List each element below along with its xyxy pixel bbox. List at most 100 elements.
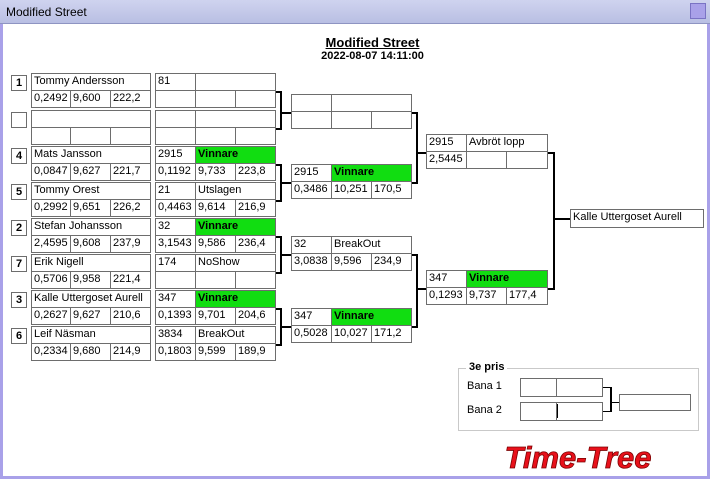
reaction-time[interactable]: 0,1293 xyxy=(426,287,467,305)
speed[interactable]: 171,2 xyxy=(371,325,412,343)
speed[interactable]: 216,9 xyxy=(235,199,276,217)
race-status[interactable]: Vinnare xyxy=(195,146,276,164)
race-status[interactable] xyxy=(331,94,412,112)
driver-name[interactable]: Tommy Orest xyxy=(31,182,151,200)
race-status[interactable]: NoShow xyxy=(195,254,276,272)
lane-number[interactable]: 32 xyxy=(291,236,332,254)
elapsed-time[interactable]: 9,608 xyxy=(70,235,111,253)
reaction-time[interactable]: 0,2627 xyxy=(31,307,71,325)
window-control-button[interactable] xyxy=(690,3,706,19)
lane-number[interactable]: 32 xyxy=(155,218,196,236)
elapsed-time[interactable]: 9,596 xyxy=(331,253,372,271)
lane-number[interactable]: 174 xyxy=(155,254,196,272)
elapsed-time[interactable] xyxy=(195,90,236,108)
elapsed-time[interactable]: 9,600 xyxy=(70,90,111,108)
lane-number[interactable]: 2915 xyxy=(155,146,196,164)
race-status[interactable]: Vinnare xyxy=(195,218,276,236)
race-status[interactable]: Utslagen xyxy=(195,182,276,200)
driver-name[interactable]: Mats Jansson xyxy=(31,146,151,164)
speed[interactable]: 222,2 xyxy=(110,90,151,108)
reaction-time[interactable]: 0,0847 xyxy=(31,163,71,181)
lane-number[interactable]: 3834 xyxy=(155,326,196,344)
lane-number[interactable]: 2915 xyxy=(426,134,467,152)
race-status[interactable]: Avbröt lopp xyxy=(466,134,548,152)
reaction-time[interactable]: 0,4463 xyxy=(155,199,196,217)
reaction-time[interactable]: 0,1192 xyxy=(155,163,196,181)
reaction-time[interactable]: 0,5028 xyxy=(291,325,332,343)
lane-number[interactable] xyxy=(155,110,196,128)
race-status[interactable]: Vinnare xyxy=(331,308,412,326)
lane-number[interactable] xyxy=(291,94,332,112)
speed[interactable]: 221,4 xyxy=(110,271,151,289)
speed[interactable]: 237,9 xyxy=(110,235,151,253)
speed[interactable] xyxy=(235,271,276,289)
third-lane2-cell-b[interactable] xyxy=(556,402,603,421)
speed[interactable]: 214,9 xyxy=(110,343,151,361)
elapsed-time[interactable] xyxy=(331,111,372,129)
speed[interactable]: 204,6 xyxy=(235,307,276,325)
race-status[interactable] xyxy=(195,110,276,128)
third-place-result[interactable] xyxy=(619,394,691,411)
elapsed-time[interactable]: 9,958 xyxy=(70,271,111,289)
speed[interactable]: 236,4 xyxy=(235,235,276,253)
elapsed-time[interactable] xyxy=(195,127,236,145)
elapsed-time[interactable]: 9,733 xyxy=(195,163,236,181)
speed[interactable]: 226,2 xyxy=(110,199,151,217)
elapsed-time[interactable]: 10,027 xyxy=(331,325,372,343)
race-status[interactable]: Vinnare xyxy=(466,270,548,288)
elapsed-time[interactable] xyxy=(195,271,236,289)
elapsed-time[interactable] xyxy=(70,127,111,145)
speed[interactable]: 221,7 xyxy=(110,163,151,181)
elapsed-time[interactable]: 9,599 xyxy=(195,343,236,361)
third-lane1-cell-a[interactable] xyxy=(520,378,557,397)
elapsed-time[interactable]: 9,627 xyxy=(70,307,111,325)
lane-number[interactable]: 347 xyxy=(426,270,467,288)
speed[interactable]: 189,9 xyxy=(235,343,276,361)
elapsed-time[interactable]: 9,627 xyxy=(70,163,111,181)
elapsed-time[interactable]: 10,251 xyxy=(331,181,372,199)
reaction-time[interactable]: 3,1543 xyxy=(155,235,196,253)
reaction-time[interactable]: 0,1803 xyxy=(155,343,196,361)
reaction-time[interactable]: 0,2334 xyxy=(31,343,71,361)
race-status[interactable]: Vinnare xyxy=(195,290,276,308)
reaction-time[interactable] xyxy=(291,111,332,129)
final-winner-name[interactable]: Kalle Uttergoset Aurell xyxy=(570,209,704,228)
speed[interactable] xyxy=(235,127,276,145)
speed[interactable]: 170,5 xyxy=(371,181,412,199)
speed[interactable]: 234,9 xyxy=(371,253,412,271)
elapsed-time[interactable]: 9,614 xyxy=(195,199,236,217)
speed[interactable]: 177,4 xyxy=(506,287,548,305)
speed[interactable] xyxy=(235,90,276,108)
lane-number[interactable]: 21 xyxy=(155,182,196,200)
driver-name[interactable]: Tommy Andersson xyxy=(31,73,151,91)
speed[interactable] xyxy=(371,111,412,129)
lane-number[interactable]: 347 xyxy=(155,290,196,308)
lane-number[interactable]: 81 xyxy=(155,73,196,91)
lane-number[interactable]: 2915 xyxy=(291,164,332,182)
speed[interactable]: 210,6 xyxy=(110,307,151,325)
speed[interactable] xyxy=(110,127,151,145)
driver-name[interactable]: Leif Näsman xyxy=(31,326,151,344)
reaction-time[interactable]: 2,5445 xyxy=(426,151,467,169)
reaction-time[interactable]: 0,2492 xyxy=(31,90,71,108)
third-lane1-cell-b[interactable] xyxy=(556,378,603,397)
reaction-time[interactable] xyxy=(155,90,196,108)
elapsed-time[interactable]: 9,651 xyxy=(70,199,111,217)
race-status[interactable]: BreakOut xyxy=(195,326,276,344)
race-status[interactable]: BreakOut xyxy=(331,236,412,254)
reaction-time[interactable]: 0,3486 xyxy=(291,181,332,199)
reaction-time[interactable]: 0,1393 xyxy=(155,307,196,325)
reaction-time[interactable]: 2,4595 xyxy=(31,235,71,253)
elapsed-time[interactable]: 9,586 xyxy=(195,235,236,253)
reaction-time[interactable] xyxy=(31,127,71,145)
race-status[interactable] xyxy=(195,73,276,91)
lane-number[interactable]: 347 xyxy=(291,308,332,326)
elapsed-time[interactable] xyxy=(466,151,507,169)
reaction-time[interactable]: 0,5706 xyxy=(31,271,71,289)
driver-name[interactable]: Erik Nigell xyxy=(31,254,151,272)
reaction-time[interactable]: 3,0838 xyxy=(291,253,332,271)
driver-name[interactable]: Kalle Uttergoset Aurell xyxy=(31,290,151,308)
reaction-time[interactable]: 0,2992 xyxy=(31,199,71,217)
elapsed-time[interactable]: 9,737 xyxy=(466,287,507,305)
third-lane2-cell-a[interactable] xyxy=(520,402,557,421)
